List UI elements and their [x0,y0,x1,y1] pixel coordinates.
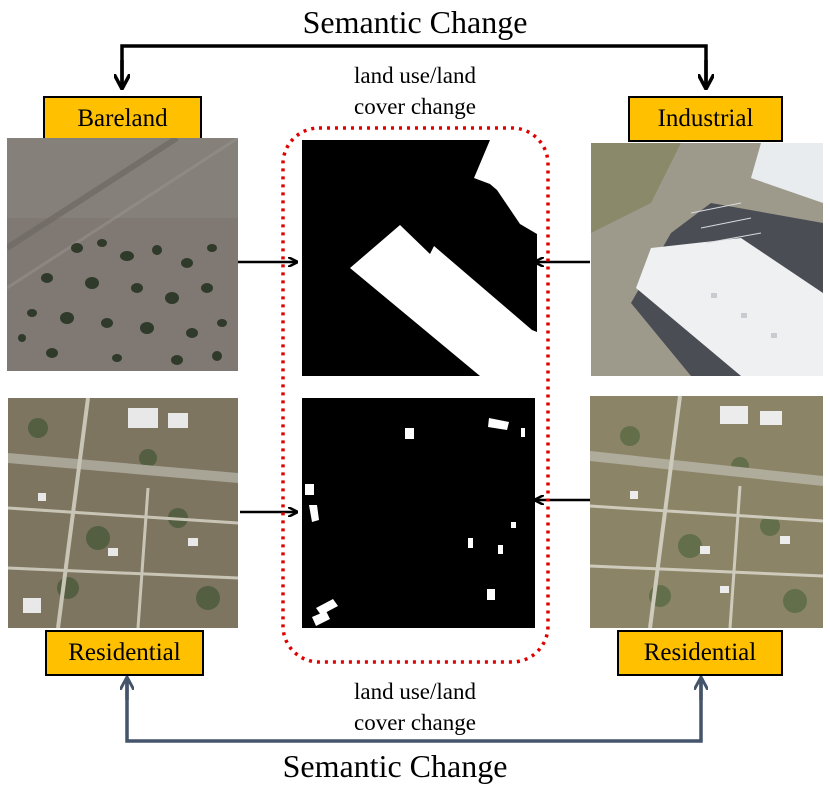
top-change-mask [302,140,537,376]
bottom-semantic-arrow [125,680,703,743]
bareland-image [7,138,238,371]
top-caption-line-2: cover change [354,94,476,119]
residential-after-image [590,396,823,628]
residential-before-image [8,398,238,628]
change-mask-group-outline [281,126,550,664]
top-title: Semantic Change [302,4,528,40]
bottom-title: Semantic Change [282,748,508,784]
bottom-caption: land use/land cover change [290,676,540,738]
top-caption: land use/land cover change [290,60,540,122]
label-bareland: Bareland [43,96,202,142]
label-residential-before: Residential [45,630,204,676]
label-residential-after: Residential [617,630,783,676]
bottom-caption-line-1: land use/land [354,679,476,704]
bottom-caption-line-2: cover change [354,710,476,735]
industrial-image [591,143,823,376]
bottom-change-mask [302,398,535,628]
label-industrial: Industrial [628,96,783,142]
top-caption-line-1: land use/land [354,63,476,88]
